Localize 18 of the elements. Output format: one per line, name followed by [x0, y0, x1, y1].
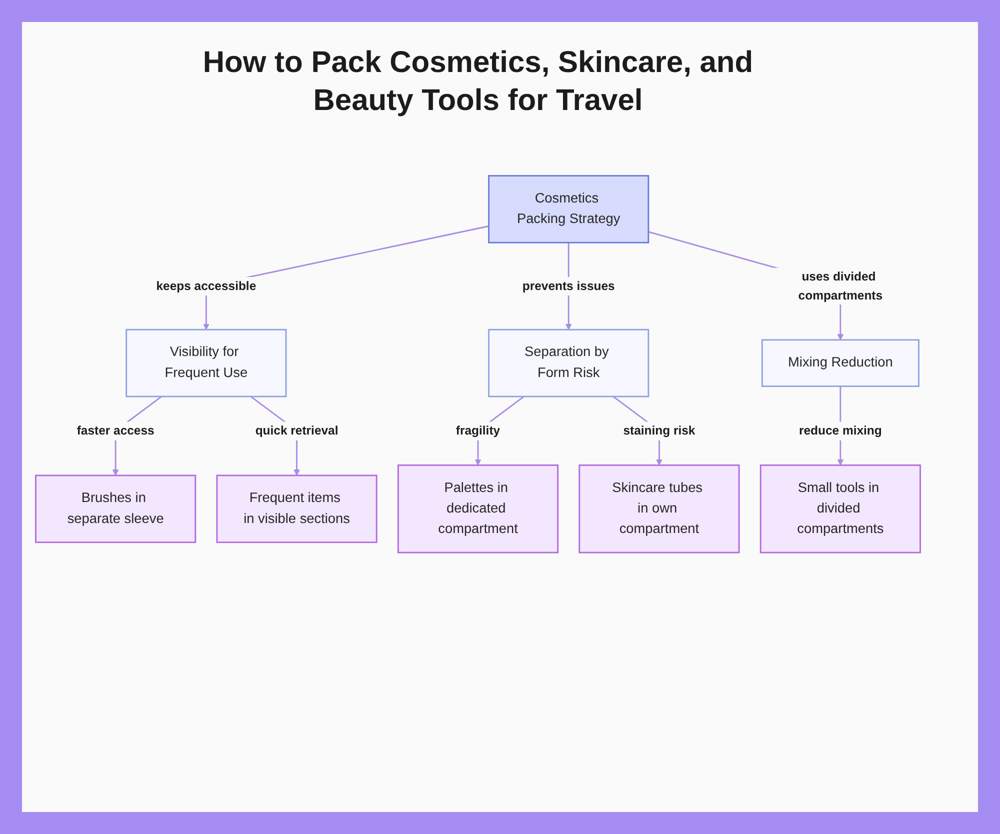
edge-label: fragility — [456, 424, 500, 438]
node-box: Cosmetics Packing Strategy — [488, 175, 650, 244]
edge-label: uses divided compartments — [798, 270, 883, 302]
node-box: Small tools in divided compartments — [760, 464, 921, 554]
edge-label: staining risk — [623, 424, 696, 438]
node-box: Skincare tubes in own compartment — [578, 464, 740, 554]
node-box: Separation by Form Risk — [488, 328, 650, 398]
edge-label: prevents issues — [522, 279, 615, 293]
edge-label: quick retrieval — [255, 424, 338, 438]
node-box: Palettes in dedicated compartment — [397, 464, 559, 554]
node-box: Brushes in separate sleeve — [35, 474, 196, 544]
edge-label: reduce mixing — [798, 424, 882, 438]
node-box: Mixing Reduction — [761, 339, 920, 387]
edge-label: faster access — [76, 424, 154, 438]
edge-label: keeps accessible — [156, 279, 256, 293]
node-box: Frequent items in visible sections — [216, 474, 378, 544]
title: How to Pack Cosmetics, Skincare, and Beauty Tools for Travel — [202, 45, 754, 118]
node-box: Visibility for Frequent Use — [126, 328, 287, 398]
